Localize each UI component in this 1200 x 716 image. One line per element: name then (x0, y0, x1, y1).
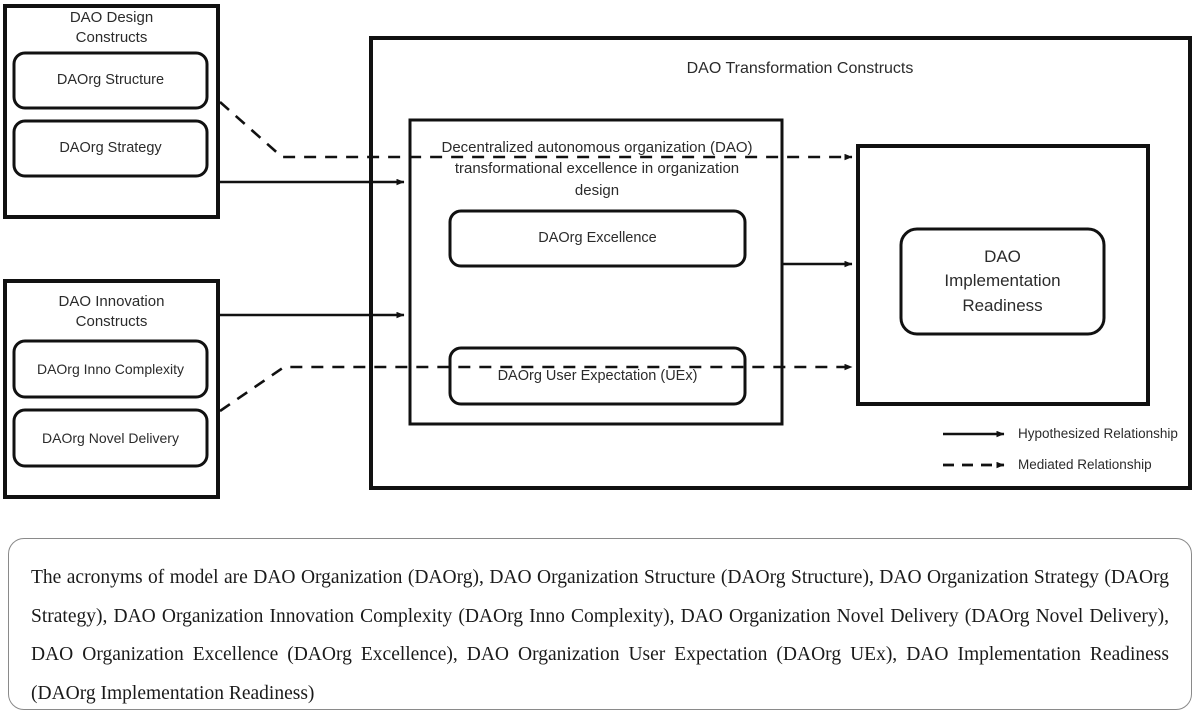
legend-mediated-label: Mediated Relationship (1018, 457, 1152, 472)
node-daorg-novel-delivery-label: DAOrg Novel Delivery (42, 429, 179, 446)
panel-transformation-constructs-label: DAO Transformation Constructs (686, 60, 914, 77)
node-daorg-inno-complexity-shape (12, 339, 209, 399)
node-dao-implementation-readiness-shape (899, 227, 1106, 336)
panel-dao-transformational-excellence-label: Decentralized autonomous organization (D… (441, 139, 753, 199)
panel-design-constructs-label: DAO Design Constructs (69, 9, 154, 46)
node-daorg-strategy-label: DAOrg Strategy (59, 140, 162, 157)
node-daorg-inno-complexity-label: DAOrg Inno Complexity (36, 360, 185, 377)
node-dao-implementation-readiness-label: DAO Implementation Readiness (944, 247, 1061, 315)
caption-text: The acronyms of model are DAO Organizati… (31, 567, 1169, 704)
node-daorg-structure-shape (12, 51, 209, 110)
edge-innovation-to-readiness (219, 363, 853, 413)
node-daorg-user-expectation-label: DAOrg User Expectation (UEx) (497, 367, 698, 384)
caption-box: The acronyms of model are DAO Organizati… (8, 538, 1192, 710)
node-daorg-excellence-shape (448, 209, 747, 268)
node-daorg-excellence-label: DAOrg Excellence (538, 230, 657, 247)
node-daorg-structure-label: DAOrg Structure (56, 72, 165, 89)
node-daorg-novel-delivery-shape (12, 408, 209, 468)
node-daorg-user-expectation-shape (448, 346, 747, 406)
panel-innovation-constructs-label: DAO Innovation Constructs (58, 293, 165, 330)
node-daorg-strategy-shape (12, 119, 209, 178)
panel-design-constructs (3, 4, 220, 219)
legend-hypothesized-label: Hypothesized Relationship (1018, 426, 1178, 441)
edge-design-to-readiness (219, 101, 853, 161)
